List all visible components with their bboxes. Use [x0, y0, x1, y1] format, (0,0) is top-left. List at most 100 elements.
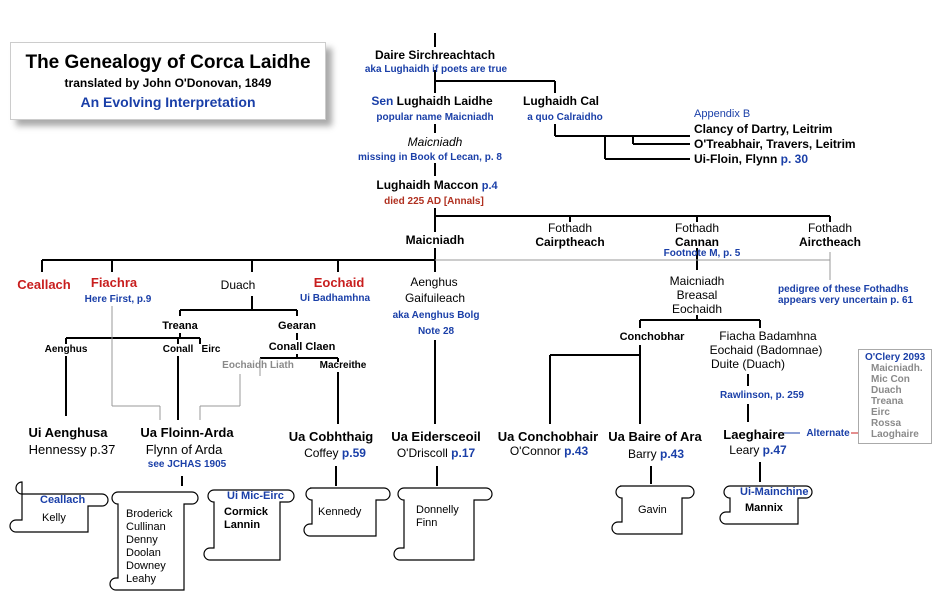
note-28: Note 28: [417, 326, 455, 337]
scroll-donnelly-name: Donnelly: [416, 504, 459, 516]
ref-pedigree: p. 61: [890, 295, 914, 306]
scroll-donnelly-name: Finn: [416, 517, 438, 529]
sept-hennessy: Hennessy p.37: [28, 442, 116, 457]
node-fothadh-1-epithet: Cairptheach: [535, 235, 605, 249]
oclery-box: O'Clery 2093 Maicniadh. Mic Con Duach Tr…: [858, 349, 932, 444]
scroll-gavin-name: Gavin: [638, 504, 667, 516]
note-pedigree-2: appears very uncertain p. 61: [778, 295, 913, 307]
node-fothadh-2: Fothadh: [674, 221, 720, 235]
oclery-item: Duach: [871, 385, 902, 396]
sept-ua-baire-of-ara: Ua Baire of Ara: [608, 429, 702, 444]
label-leary: Leary: [729, 443, 760, 457]
sept-leary: Leary p.47: [729, 443, 787, 457]
title-box: The Genealogy of Corca Laidhe translated…: [10, 42, 326, 120]
oclery-item: Eirc: [871, 407, 890, 418]
sept-coffey: Coffey p.59: [304, 446, 366, 460]
node-clancy: Clancy of Dartry, Leitrim: [694, 122, 833, 136]
ref-uifloin: p. 30: [780, 152, 809, 166]
label-barry: Barry: [627, 447, 657, 461]
sept-laeghaire: Laeghaire: [723, 427, 785, 442]
scroll-broderick-name: Broderick: [126, 508, 173, 520]
ref-coffey: p.59: [341, 446, 366, 460]
scroll-cormick-name: Cormick: [224, 506, 269, 518]
sept-flynn-of-arda: Flynn of Arda: [145, 442, 223, 457]
node-fothadh-1: Fothadh: [547, 221, 593, 235]
scroll-broderick-name: Denny: [126, 534, 158, 546]
scroll-broderick-name: Downey: [126, 560, 166, 572]
scroll-broderick-name: Leahy: [126, 573, 156, 585]
sept-ua-eidersceoil: Ua Eidersceoil: [391, 429, 481, 444]
note-jchas: see JCHAS 1905: [147, 459, 227, 470]
node-fothadh-3: Fothadh: [807, 221, 853, 235]
ref-barry: p.43: [660, 447, 685, 461]
scroll-cormick-name: Lannin: [224, 519, 261, 531]
node-macreithe: Macreithe: [319, 360, 367, 371]
node-lughaidh-cal: Lughaidh Cal: [523, 94, 599, 108]
oclery-item: Mic Con: [871, 374, 910, 385]
node-conall-claen: Conall Claen: [268, 341, 336, 353]
label-odriscoll: O'Driscoll: [396, 446, 448, 460]
note-aka-bolg: aka Aenghus Bolg: [392, 310, 480, 321]
node-fiacha-2: Eochaid (Badomnae): [709, 343, 823, 357]
note-pedigree-1: pedigree of these Fothadhs: [778, 284, 909, 295]
sept-ua-conchobhair: Ua Conchobhair: [497, 429, 599, 444]
node-aenghus: Aenghus: [410, 275, 458, 289]
node-ceallach: Ceallach: [17, 277, 71, 292]
label-lughaidh-maccon: Lughaidh Maccon: [376, 178, 479, 192]
note-alternate: Alternate: [806, 428, 850, 439]
sept-oconnor: O'Connor p.43: [509, 444, 588, 458]
note-daire-aka: aka Lughaidh if poets are true: [364, 64, 508, 75]
sept-ua-floinn-arda: Ua Floinn-Arda: [140, 425, 234, 440]
scroll-mannix-name: Mannix: [745, 502, 783, 514]
scroll-broderick-name: Doolan: [126, 547, 161, 559]
scroll-broderick-name: Cullinan: [126, 521, 166, 533]
node-treana: Treana: [162, 320, 198, 332]
node-fothadh-3-epithet: Airctheach: [798, 235, 862, 249]
scroll-cormick-tag: Ui Mic-Eirc: [227, 490, 284, 502]
node-eirc: Eirc: [201, 344, 221, 355]
title-main: The Genealogy of Corca Laidhe: [25, 52, 311, 73]
sept-ua-cobhthaig: Ua Cobhthaig: [288, 429, 374, 444]
scroll-mannix-tag: Ui-Mainchine: [740, 486, 809, 498]
note-missing: missing in Book of Lecan, p. 8: [358, 152, 502, 163]
node-mbe-3: Eochaidh: [671, 302, 723, 316]
node-conall: Conall: [162, 344, 194, 355]
oclery-item: Laoghaire: [871, 429, 919, 440]
ref-odriscoll: p.17: [451, 446, 476, 460]
note-ui-badhamhna: Ui Badhamhna: [299, 293, 371, 304]
label-oconnor: O'Connor: [509, 444, 561, 458]
title-tag: An Evolving Interpretation: [80, 94, 256, 110]
oclery-head: O'Clery 2093: [865, 352, 926, 363]
node-eochaid: Eochaid: [313, 275, 365, 290]
oclery-item: Rossa: [871, 418, 902, 429]
node-daire: Daire Sirchreachtach: [374, 48, 496, 62]
node-otreabhair: O'Treabhair, Travers, Leitrim: [694, 137, 856, 151]
scroll-shapes: [9, 481, 813, 591]
node-lughaidh-maccon: Lughaidh Maccon p.4: [376, 178, 498, 192]
note-popular: popular name Maicniadh: [376, 112, 494, 123]
ref-leary: p.47: [762, 443, 787, 457]
node-sen-lughaidh-laidhe: Sen Lughaidh Laidhe: [371, 94, 493, 108]
title-sub: translated by John O'Donovan, 1849: [64, 76, 272, 90]
sept-barry: Barry p.43: [627, 447, 685, 461]
note-died: died 225 AD [Annals]: [384, 196, 484, 207]
label-lughaidh-laidhe: Lughaidh Laidhe: [396, 94, 493, 108]
node-fothadh-2-epithet: Cannan: [674, 235, 720, 249]
sept-odriscoll: O'Driscoll p.17: [396, 446, 476, 460]
node-uifloin: Ui-Floin, Flynn p. 30: [694, 152, 809, 167]
sept-ui-aenghusa: Ui Aenghusa: [28, 425, 108, 440]
label-uifloin: Ui-Floin, Flynn: [694, 152, 778, 166]
node-aenghus-epithet: Gaifuileach: [404, 291, 466, 305]
node-maicniadh-2: Maicniadh: [405, 233, 465, 247]
node-fiachra: Fiachra: [90, 275, 138, 290]
note-here-first: Here First, p.9: [84, 294, 152, 305]
note-footnote: Footnote M, p. 5: [663, 248, 741, 259]
scroll-kelly-tag: Ceallach: [40, 494, 86, 506]
node-mbe-1: Maicniadh: [669, 274, 725, 288]
label-coffey: Coffey: [304, 446, 339, 460]
ref-maccon: p.4: [481, 180, 498, 192]
note-rawlinson: Rawlinson, p. 259: [720, 390, 804, 401]
oclery-item: Treana: [871, 396, 904, 407]
label-pedigree-2: appears very uncertain: [778, 295, 888, 306]
